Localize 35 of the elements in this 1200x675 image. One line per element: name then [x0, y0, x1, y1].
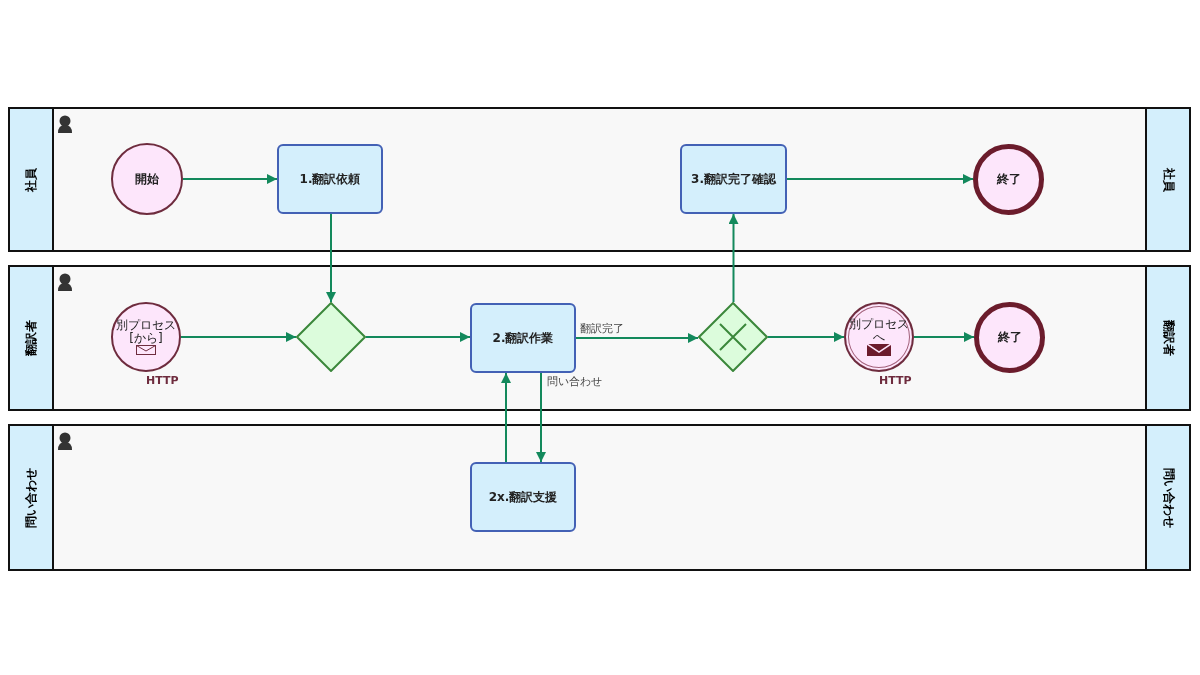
- task-box: 1.翻訳依頼: [277, 144, 383, 214]
- arrow: [786, 174, 974, 184]
- arrow: [365, 332, 471, 342]
- swimlane: [8, 107, 1191, 252]
- task-box: 3.翻訳完了確認: [680, 144, 787, 214]
- arrow: [536, 372, 546, 463]
- arrow: [180, 332, 297, 342]
- arrow: [575, 333, 699, 343]
- protocol-label: HTTP: [146, 374, 179, 387]
- arrow: [767, 332, 845, 342]
- swimlane: [8, 265, 1191, 411]
- swimlane: [8, 424, 1191, 571]
- lane-header: 問い合わせ: [1145, 426, 1189, 569]
- edge-label: 翻訳完了: [580, 322, 624, 335]
- event-label: 別プロセスへ: [848, 318, 910, 344]
- arrow: [501, 372, 511, 463]
- lane-header: 社員: [1145, 109, 1189, 250]
- lane-header: 社員: [10, 109, 54, 250]
- protocol-label: HTTP: [879, 374, 912, 387]
- exclusive-gateway-diamond: [698, 302, 768, 372]
- end-event-circle: 終了: [974, 302, 1045, 373]
- arrow: [326, 213, 336, 303]
- lane-header: 翻訳者: [10, 267, 54, 409]
- start-event-circle: 開始: [111, 143, 183, 215]
- end-event-circle: 終了: [973, 144, 1044, 215]
- edge-label: 問い合わせ: [547, 375, 602, 388]
- lane-header: 翻訳者: [1145, 267, 1189, 409]
- arrow: [182, 174, 278, 184]
- arrow: [913, 332, 975, 342]
- gateway-diamond: [296, 302, 366, 372]
- task-box: 2x.翻訳支援: [470, 462, 576, 532]
- event-label: 別プロセス[から]: [115, 319, 177, 345]
- lane-header: 問い合わせ: [10, 426, 54, 569]
- arrow: [728, 213, 739, 303]
- task-box: 2.翻訳作業: [470, 303, 576, 373]
